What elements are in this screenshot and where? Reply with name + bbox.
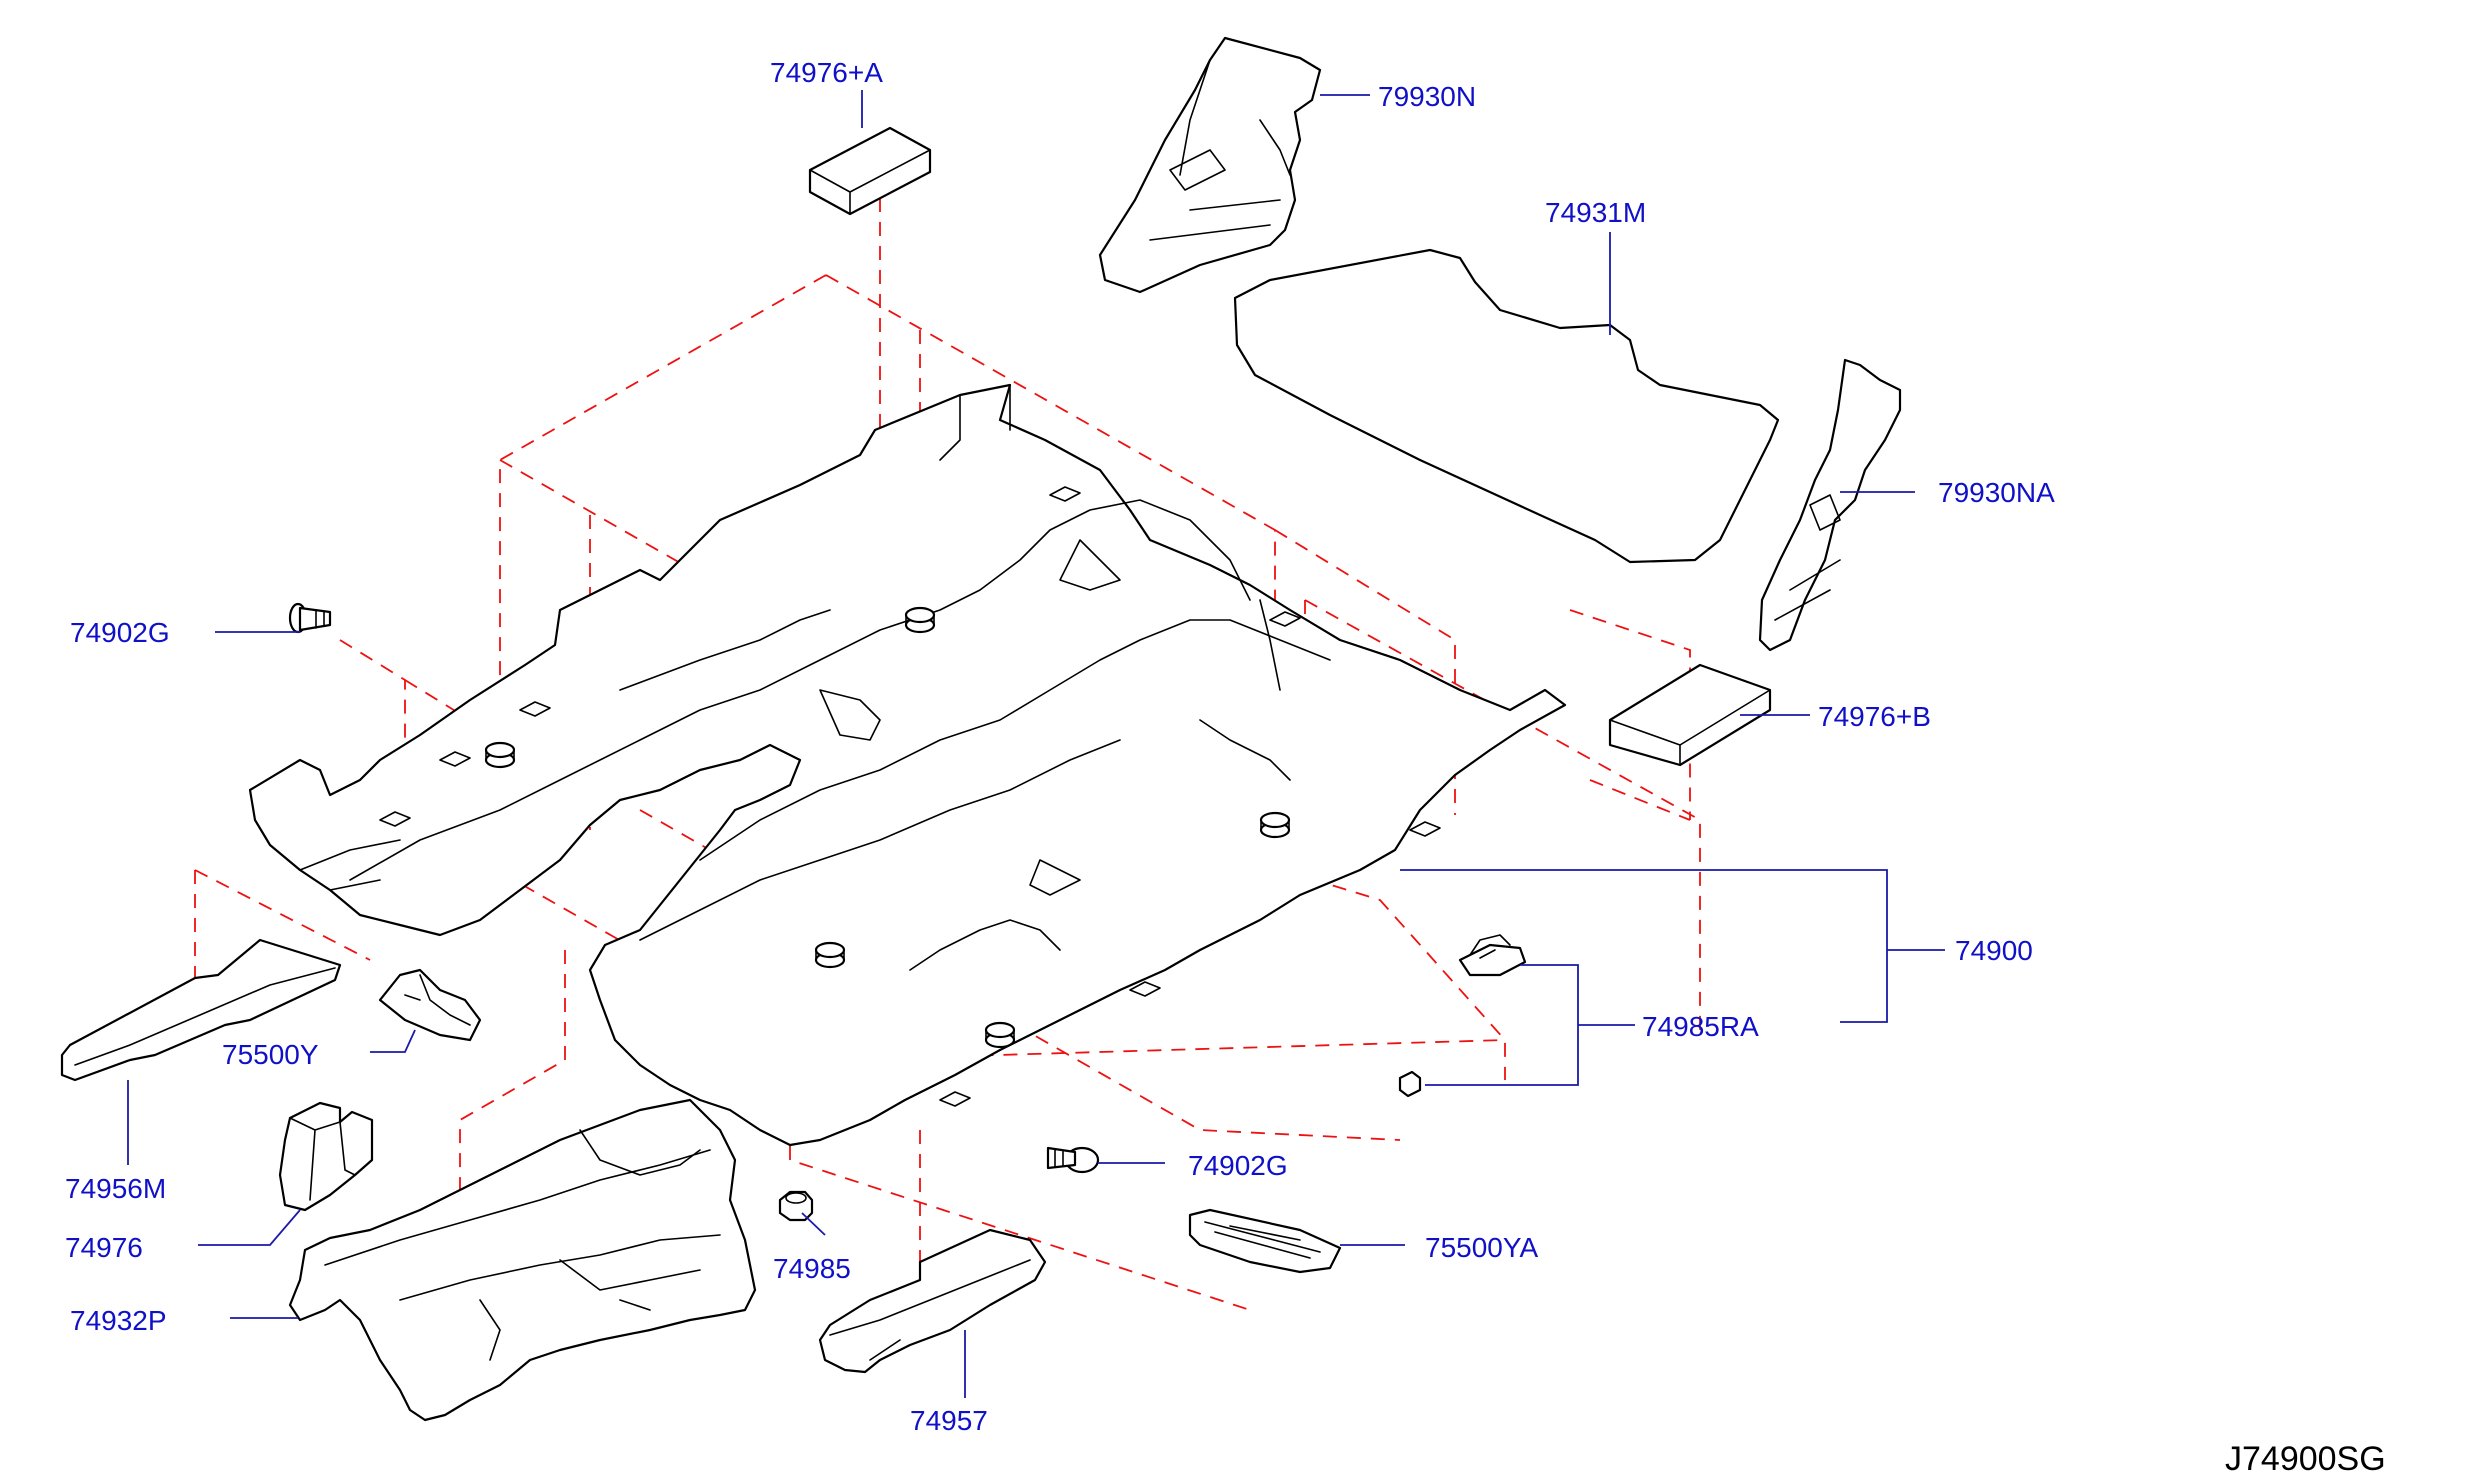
label-74957[interactable]: 74957 <box>910 1405 988 1436</box>
part-74931m-rear-floor-mat[interactable] <box>1233 248 1780 564</box>
part-74902g-clip-left[interactable] <box>288 602 332 634</box>
label-74985ra[interactable]: 74985RA <box>1642 1011 1759 1042</box>
part-79930n-wheelhouse-trim[interactable] <box>1098 36 1322 294</box>
label-75500ya[interactable]: 75500YA <box>1425 1232 1538 1263</box>
part-79930na-wheelhouse-trim[interactable] <box>1758 358 1902 652</box>
label-74902g-left[interactable]: 74902G <box>70 617 170 648</box>
part-74932p-dash-insulator[interactable] <box>288 1098 757 1422</box>
part-74956m-floor-spacer[interactable] <box>60 938 342 1082</box>
label-79930na[interactable]: 79930NA <box>1938 477 2055 508</box>
part-74902g-clip-right[interactable] <box>1046 1146 1100 1174</box>
label-74976-b[interactable]: 74976+B <box>1818 701 1931 732</box>
leader-lines <box>127 90 1945 1398</box>
label-74985[interactable]: 74985 <box>773 1253 851 1284</box>
label-74956m[interactable]: 74956M <box>65 1173 166 1204</box>
part-75500y-bracket[interactable] <box>378 968 482 1042</box>
part-74976-block[interactable] <box>278 1101 374 1212</box>
part-74985-nut[interactable] <box>778 1190 814 1222</box>
label-74902g-right[interactable]: 74902G <box>1188 1150 1288 1181</box>
callout-labels: 74976+A 79930N 74931M 79930NA 74902G 749… <box>65 57 2055 1436</box>
label-74976[interactable]: 74976 <box>65 1232 143 1263</box>
label-74900[interactable]: 74900 <box>1955 935 2033 966</box>
part-74985ra-plug[interactable] <box>1398 934 1527 1098</box>
label-74932p[interactable]: 74932P <box>70 1305 167 1336</box>
diagram-code: J74900SG <box>2225 1440 2386 1478</box>
part-74976-a-pad[interactable] <box>808 126 932 216</box>
label-74931m[interactable]: 74931M <box>1545 197 1646 228</box>
label-79930n[interactable]: 79930N <box>1378 81 1476 112</box>
part-74900-floor-carpet[interactable] <box>248 383 1567 1147</box>
part-74976-b-pad[interactable] <box>1608 663 1772 767</box>
part-74957-floor-spacer[interactable] <box>818 1228 1047 1374</box>
part-75500ya-plate[interactable] <box>1188 1208 1342 1274</box>
label-75500y[interactable]: 75500Y <box>222 1039 319 1070</box>
label-74976-a[interactable]: 74976+A <box>770 57 883 88</box>
floor-grommets <box>484 606 1291 1049</box>
